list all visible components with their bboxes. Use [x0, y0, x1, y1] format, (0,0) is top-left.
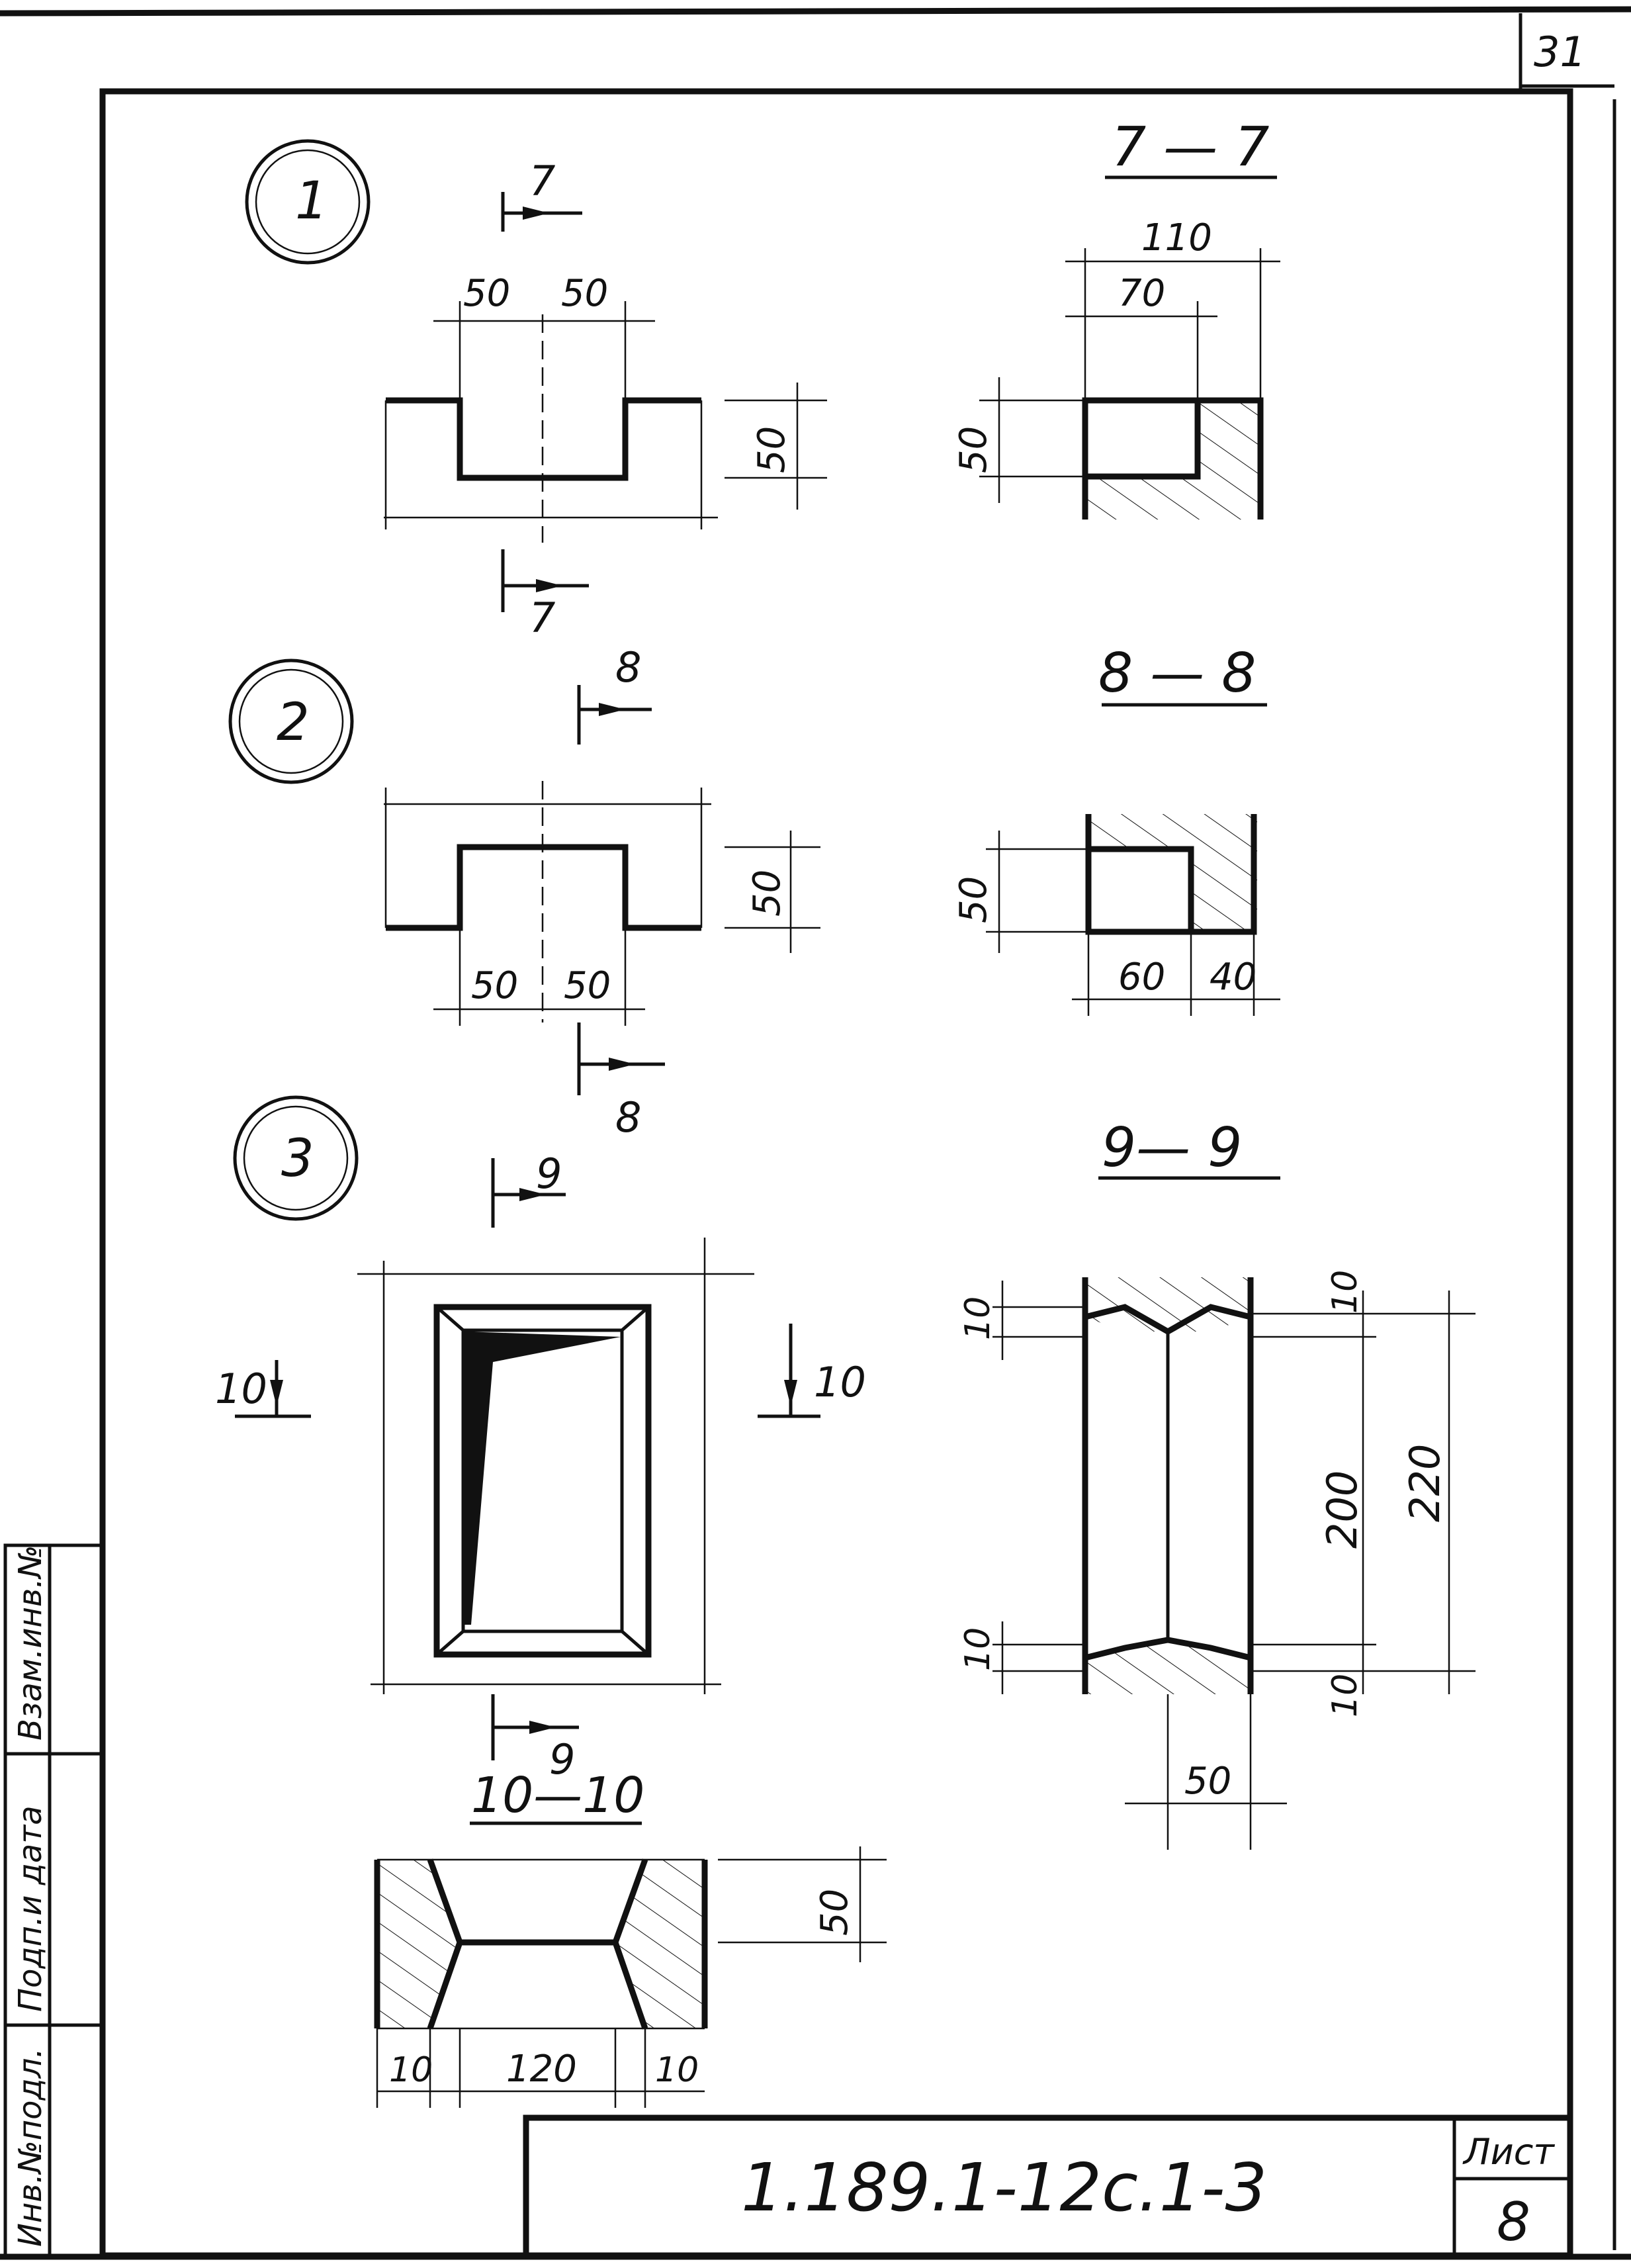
section-9-9-dim-rib: 50 — [1184, 1760, 1231, 1803]
section-8-8-dim-height: 50 — [952, 876, 995, 923]
section-10-10-dim-right: 10 — [655, 2050, 699, 2090]
section-10-10-title: 10—10 — [471, 1767, 644, 1824]
section-10-10-dim-middle: 120 — [506, 2048, 577, 2091]
section-7-7-dim-width: 110 — [1141, 216, 1212, 259]
section-8-8 — [986, 703, 1280, 1016]
stamp-replacement-inv: Взам.инв.№ — [12, 1545, 49, 1741]
section-9-9-dim-inner: 200 — [1318, 1471, 1366, 1549]
detail-2-id: 2 — [277, 693, 310, 752]
section-9-9-dim-overall: 220 — [1401, 1444, 1449, 1522]
section-9-9-dim-bottom-right: 10 — [1325, 1674, 1365, 1717]
section-7-7-dim-height: 50 — [952, 426, 995, 473]
section-9-9-dim-top-right: 10 — [1325, 1270, 1365, 1314]
detail-3 — [233, 1095, 820, 1760]
detail-2-section-top: 8 — [615, 643, 641, 692]
sheet-number: 8 — [1497, 2191, 1530, 2253]
document-code: 1.189.1-12с.1-3 — [741, 2149, 1267, 2226]
title-block — [523, 2114, 1570, 2255]
sheet-label: Лист — [1462, 2131, 1555, 2173]
page-number: 31 — [1534, 28, 1586, 76]
section-7-7 — [979, 175, 1280, 520]
section-9-9-dim-top-left: 10 — [958, 1296, 998, 1340]
section-8-8-dim-left: 60 — [1118, 956, 1165, 999]
section-7-7-dim-cavity: 70 — [1118, 272, 1165, 315]
section-8-8-title: 8 — 8 — [1098, 642, 1256, 705]
section-10-10 — [374, 1821, 887, 2108]
section-10-10-dim-left: 10 — [389, 2050, 433, 2090]
sheet-frame — [0, 6, 1631, 2260]
section-9-9 — [992, 1176, 1476, 1850]
stamp-signature-date: Подп.и дата — [12, 1805, 49, 2012]
detail-2-dim-height: 50 — [746, 870, 789, 917]
section-7-7-title: 7 — 7 — [1112, 116, 1269, 179]
detail-2-section-bottom: 8 — [615, 1093, 641, 1142]
section-10-10-dim-height: 50 — [813, 1889, 856, 1936]
detail-2-dim-right: 50 — [564, 964, 611, 1007]
detail-2 — [228, 658, 820, 1095]
detail-3-section-10-left: 10 — [215, 1365, 267, 1413]
detail-1-section-top: 7 — [529, 157, 555, 205]
detail-2-dim-left: 50 — [471, 964, 518, 1007]
detail-3-section-9-bottom: 9 — [549, 1735, 575, 1784]
detail-3-section-9-top: 9 — [536, 1150, 562, 1198]
detail-1-section-bottom: 7 — [529, 594, 555, 642]
stamp-inv-number: Инв.№подл. — [12, 2048, 49, 2247]
detail-1 — [245, 139, 827, 612]
detail-3-id: 3 — [281, 1129, 314, 1189]
detail-3-section-10-right: 10 — [814, 1358, 866, 1406]
detail-1-dim-right: 50 — [561, 272, 608, 315]
section-9-9-title: 9— 9 — [1102, 1116, 1242, 1179]
side-stamp — [3, 1543, 105, 2259]
detail-1-id: 1 — [295, 171, 328, 231]
detail-1-dim-left: 50 — [463, 272, 510, 315]
section-9-9-dim-bottom-left: 10 — [958, 1627, 998, 1671]
detail-1-dim-height: 50 — [750, 426, 793, 473]
section-8-8-dim-right: 40 — [1210, 956, 1256, 999]
